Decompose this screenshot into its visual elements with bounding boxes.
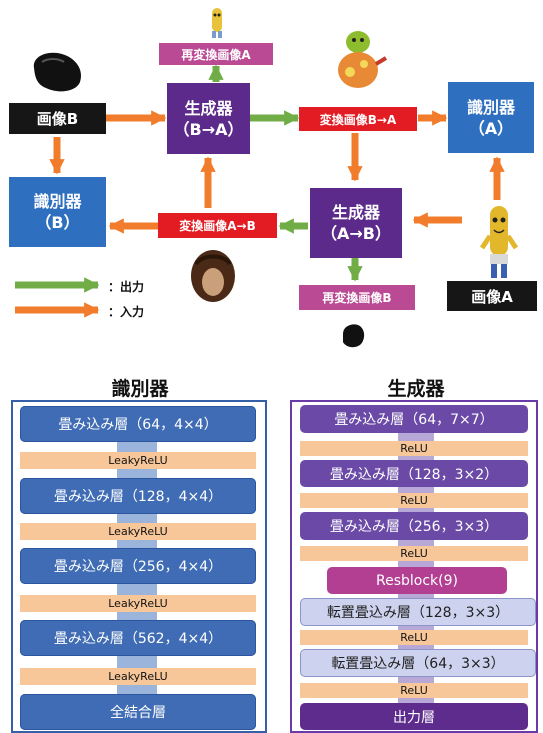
- discriminator-title: 識別器: [111, 378, 169, 400]
- gen-activation-1: ReLU: [300, 441, 528, 456]
- generator-panel: [290, 400, 538, 733]
- reconverted-a-label: 再変換画像A: [181, 47, 251, 62]
- disc-activation-1: LeakyReLU: [20, 452, 256, 469]
- gen-layer-3: 畳み込み層（256，3×3）: [300, 512, 528, 540]
- gen-layer-1: 畳み込み層（64，7×7）: [300, 405, 528, 433]
- disc-activation-1-label: LeakyReLU: [108, 454, 168, 467]
- disc-activation-3-label: LeakyReLU: [108, 597, 168, 610]
- disc-activation-2-label: LeakyReLU: [108, 525, 168, 538]
- reconverted-b-box: 再変換画像B: [299, 285, 415, 310]
- generator-ab-label: 生成器 （A→B）: [321, 203, 391, 243]
- mussel-image-b: [33, 52, 82, 92]
- converted-mascot-image: [338, 31, 388, 88]
- generator-ab-box: 生成器 （A→B）: [310, 188, 402, 258]
- mascot-small-image: [212, 8, 222, 38]
- legend-input-label: ：入力: [108, 305, 145, 319]
- gen-activation-3-label: ReLU: [400, 547, 428, 560]
- disc-layer-1-label: 畳み込み層（64，4×4）: [58, 417, 218, 433]
- gen-activation-2-label: ReLU: [400, 494, 428, 507]
- reconverted-a-box: 再変換画像A: [159, 43, 273, 65]
- disc-layer-2-label: 畳み込み層（128，4×4）: [53, 489, 223, 505]
- converted-ab-box: 変換画像A→B: [158, 213, 277, 238]
- converted-ba-box: 変換画像B→A: [299, 107, 417, 131]
- gen-layer-2: 畳み込み層（128，3×2）: [300, 460, 528, 487]
- gen-layer-7: 出力層: [300, 703, 528, 730]
- gen-activation-4: ReLU: [300, 630, 528, 645]
- disc-layer-4: 畳み込み層（562，4×4）: [20, 620, 256, 656]
- gen-layer-4-label: Resblock(9): [376, 572, 458, 589]
- gen-layer-4: Resblock(9): [327, 567, 507, 594]
- mascot-image-a: [479, 206, 519, 278]
- generator-ba-label: 生成器 （B→A）: [173, 98, 244, 139]
- gen-activation-4-label: ReLU: [400, 631, 428, 644]
- gen-activation-1-label: ReLU: [400, 442, 428, 455]
- diagram-arrows: [15, 64, 505, 318]
- disc-activation-3: LeakyReLU: [20, 595, 256, 612]
- discriminator-b-box: 識別器 （B）: [9, 177, 106, 247]
- converted-ab-label: 変換画像A→B: [179, 219, 256, 233]
- image-b-label: 画像B: [36, 110, 79, 128]
- gen-activation-3: ReLU: [300, 546, 528, 561]
- converted-ba-label: 変換画像B→A: [319, 112, 397, 127]
- gen-layer-5: 転置畳込み層（128，3×3）: [300, 598, 536, 626]
- disc-layer-4-label: 畳み込み層（562，4×4）: [53, 631, 223, 647]
- disc-layer-2: 畳み込み層（128，4×4）: [20, 478, 256, 514]
- gen-layer-6: 転置畳込み層（64，3×3）: [300, 649, 536, 677]
- discriminator-a-box: 識別器 （A）: [448, 82, 534, 153]
- legend-output-label: ：出力: [108, 280, 145, 294]
- discriminator-panel: [11, 400, 267, 733]
- gen-layer-3-label: 畳み込み層（256，3×3）: [329, 519, 499, 535]
- disc-layer-5-label: 全結合層: [110, 705, 166, 721]
- gen-activation-2: ReLU: [300, 493, 528, 508]
- disc-activation-2: LeakyReLU: [20, 523, 256, 540]
- image-a-label: 画像A: [471, 287, 513, 306]
- image-a-box: 画像A: [447, 281, 537, 311]
- gen-layer-2-label: 畳み込み層（128，3×2）: [329, 466, 499, 483]
- disc-layer-3: 畳み込み層（256，4×4）: [20, 548, 256, 584]
- image-b-box: 画像B: [9, 103, 106, 134]
- gen-activation-5: ReLU: [300, 683, 528, 698]
- reconverted-mussel-image: [343, 324, 365, 348]
- generator-ba-box: 生成器 （B→A）: [167, 83, 250, 154]
- reconverted-b-label: 再変換画像B: [322, 291, 392, 305]
- gen-layer-1-label: 畳み込み層（64，7×7）: [334, 412, 494, 428]
- disc-activation-4-label: LeakyReLU: [108, 670, 168, 683]
- generator-title: 生成器: [387, 378, 445, 400]
- gen-layer-7-label: 出力層: [393, 709, 435, 726]
- disc-layer-5: 全結合層: [20, 694, 256, 730]
- gen-layer-5-label: 転置畳込み層（128，3×3）: [326, 605, 510, 621]
- gen-activation-5-label: ReLU: [400, 684, 428, 697]
- discriminator-a-label: 識別器 （A）: [466, 97, 515, 138]
- converted-mussel-image: [191, 250, 235, 302]
- disc-activation-4: LeakyReLU: [20, 668, 256, 685]
- disc-layer-3-label: 畳み込み層（256，4×4）: [53, 559, 223, 575]
- gen-layer-6-label: 転置畳込み層（64，3×3）: [331, 656, 505, 672]
- discriminator-b-label: 識別器 （B）: [33, 192, 82, 232]
- disc-layer-1: 畳み込み層（64，4×4）: [20, 406, 256, 442]
